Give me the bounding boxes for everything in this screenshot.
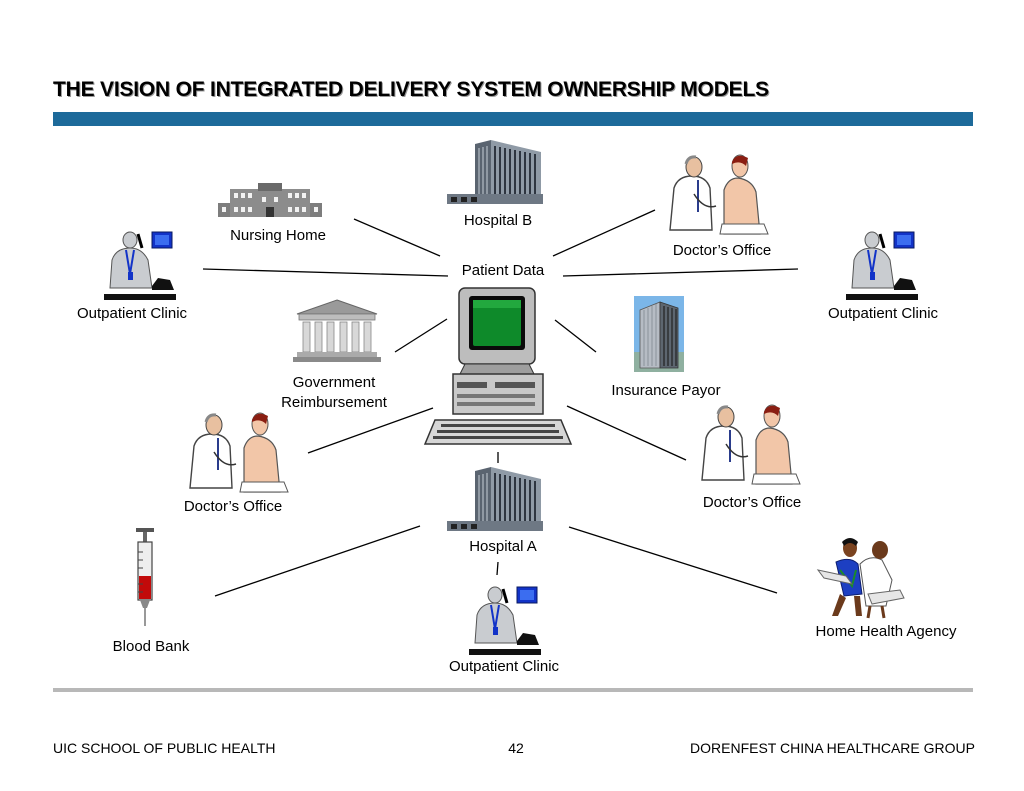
connector-government	[394, 318, 448, 353]
doctor-patient-icon	[669, 154, 769, 235]
connector-home-health	[568, 526, 778, 594]
outpatient-clinic-right-label: Outpatient Clinic	[827, 305, 939, 322]
syringe-icon	[136, 528, 154, 626]
connector-insurance	[554, 319, 597, 353]
hospital-b-label: Hospital B	[463, 212, 533, 229]
connector-nursing-home	[353, 218, 441, 257]
connector-hospital-a-clinic	[496, 561, 499, 576]
outpatient-clinic-icon	[104, 231, 176, 300]
outpatient-clinic-icon	[469, 586, 541, 655]
outpatient-clinic-left-label: Outpatient Clinic	[76, 305, 188, 322]
connector-outpatient-right	[562, 268, 799, 277]
nursing-home-icon	[218, 183, 322, 217]
connector-outpatient-left	[202, 268, 449, 277]
title-divider-bar	[53, 112, 973, 126]
home-health-nurses-icon	[816, 537, 905, 619]
doctor-patient-icon	[189, 412, 289, 493]
doctors-office-top-right-label: Doctor’s Office	[672, 242, 772, 259]
nursing-home-label: Nursing Home	[230, 227, 326, 244]
patient-data-label: Patient Data	[461, 262, 545, 279]
office-tower-icon	[634, 296, 684, 372]
footer-divider	[53, 688, 973, 692]
footer-right-text: DORENFEST CHINA HEALTHCARE GROUP	[690, 740, 975, 756]
connector-doctor-right	[566, 405, 687, 461]
insurance-payor-label: Insurance Payor	[611, 382, 721, 399]
outpatient-clinic-icon	[846, 231, 918, 300]
hospital-a-label: Hospital A	[469, 538, 537, 555]
connector-doctor-top-right	[552, 209, 656, 257]
government-reimbursement-label-line2: Reimbursement	[281, 394, 387, 411]
government-reimbursement-label-line1: Government	[292, 374, 376, 391]
doctor-patient-icon	[701, 404, 801, 485]
doctors-office-right-label: Doctor’s Office	[702, 494, 802, 511]
page-number: 42	[508, 740, 524, 756]
hospital-building-icon	[447, 140, 543, 204]
outpatient-clinic-bottom-label: Outpatient Clinic	[448, 658, 560, 675]
footer-left-text: UIC SCHOOL OF PUBLIC HEALTH	[53, 740, 276, 756]
connector-blood-bank	[214, 525, 421, 597]
doctors-office-left-label: Doctor’s Office	[183, 498, 283, 515]
computer-icon	[423, 287, 573, 445]
blood-bank-label: Blood Bank	[112, 638, 190, 655]
slide-title: THE VISION OF INTEGRATED DELIVERY SYSTEM…	[53, 78, 769, 101]
home-health-agency-label: Home Health Agency	[815, 623, 957, 640]
hospital-building-icon	[447, 467, 543, 531]
government-building-icon	[293, 299, 381, 362]
connector-doctor-left	[307, 407, 434, 454]
